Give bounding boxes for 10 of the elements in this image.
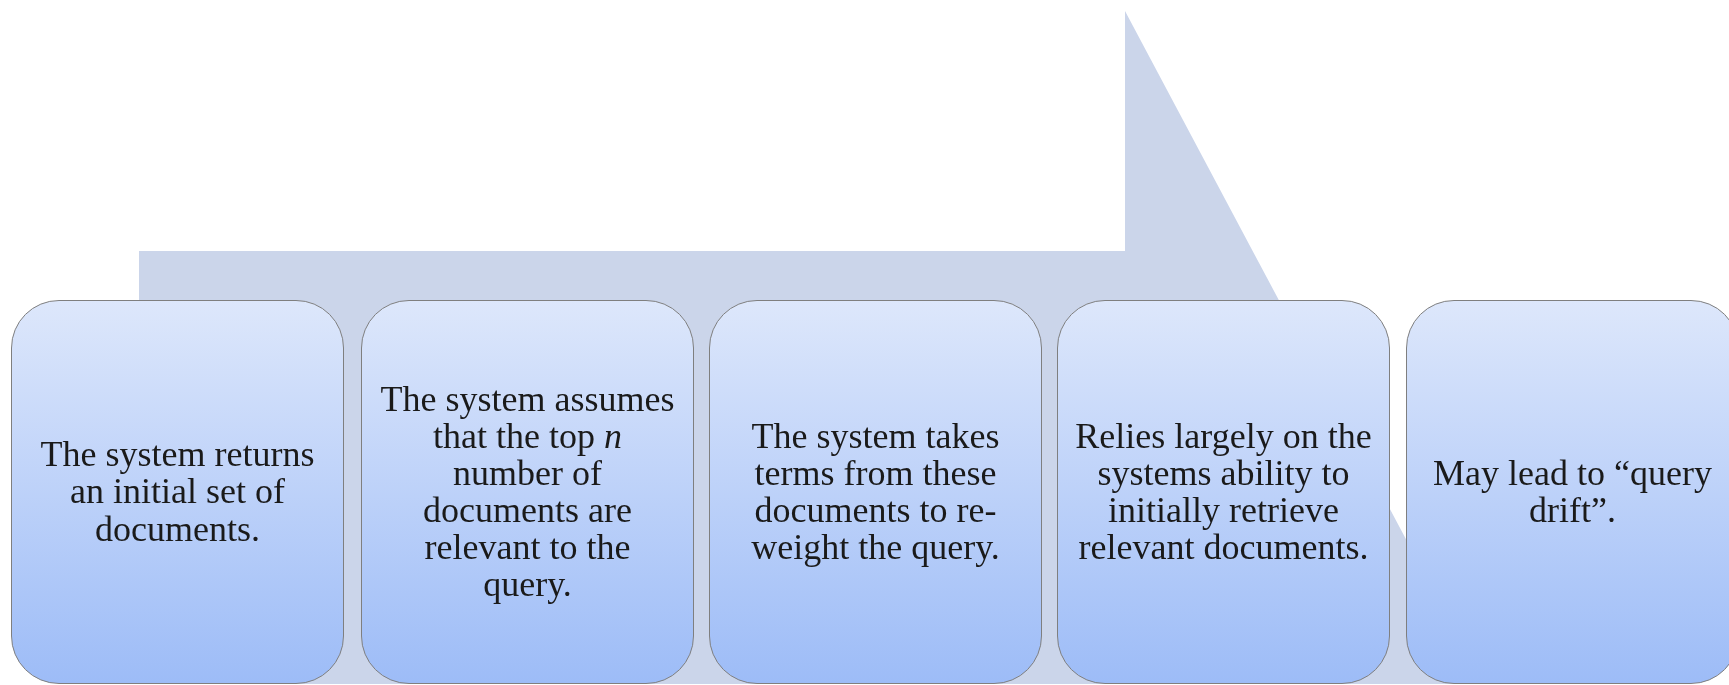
- step-text: The system assumes that the top n number of documents are relevant to the query.: [379, 380, 676, 604]
- process-box: [361, 300, 694, 684]
- process-box: [709, 300, 1042, 684]
- step-text: May lead to “query drift”.: [1432, 454, 1713, 530]
- process-box: [1406, 300, 1729, 684]
- step-text: The system takes terms from these documents to re-weight the query.: [750, 417, 1001, 567]
- step-text: Relies largely on the systems ability to initially retrieve relevant documents.: [1074, 417, 1373, 567]
- process-box: [1057, 300, 1390, 684]
- step-text: The system returns an initial set of documents.: [39, 436, 316, 548]
- process-box: [11, 300, 344, 684]
